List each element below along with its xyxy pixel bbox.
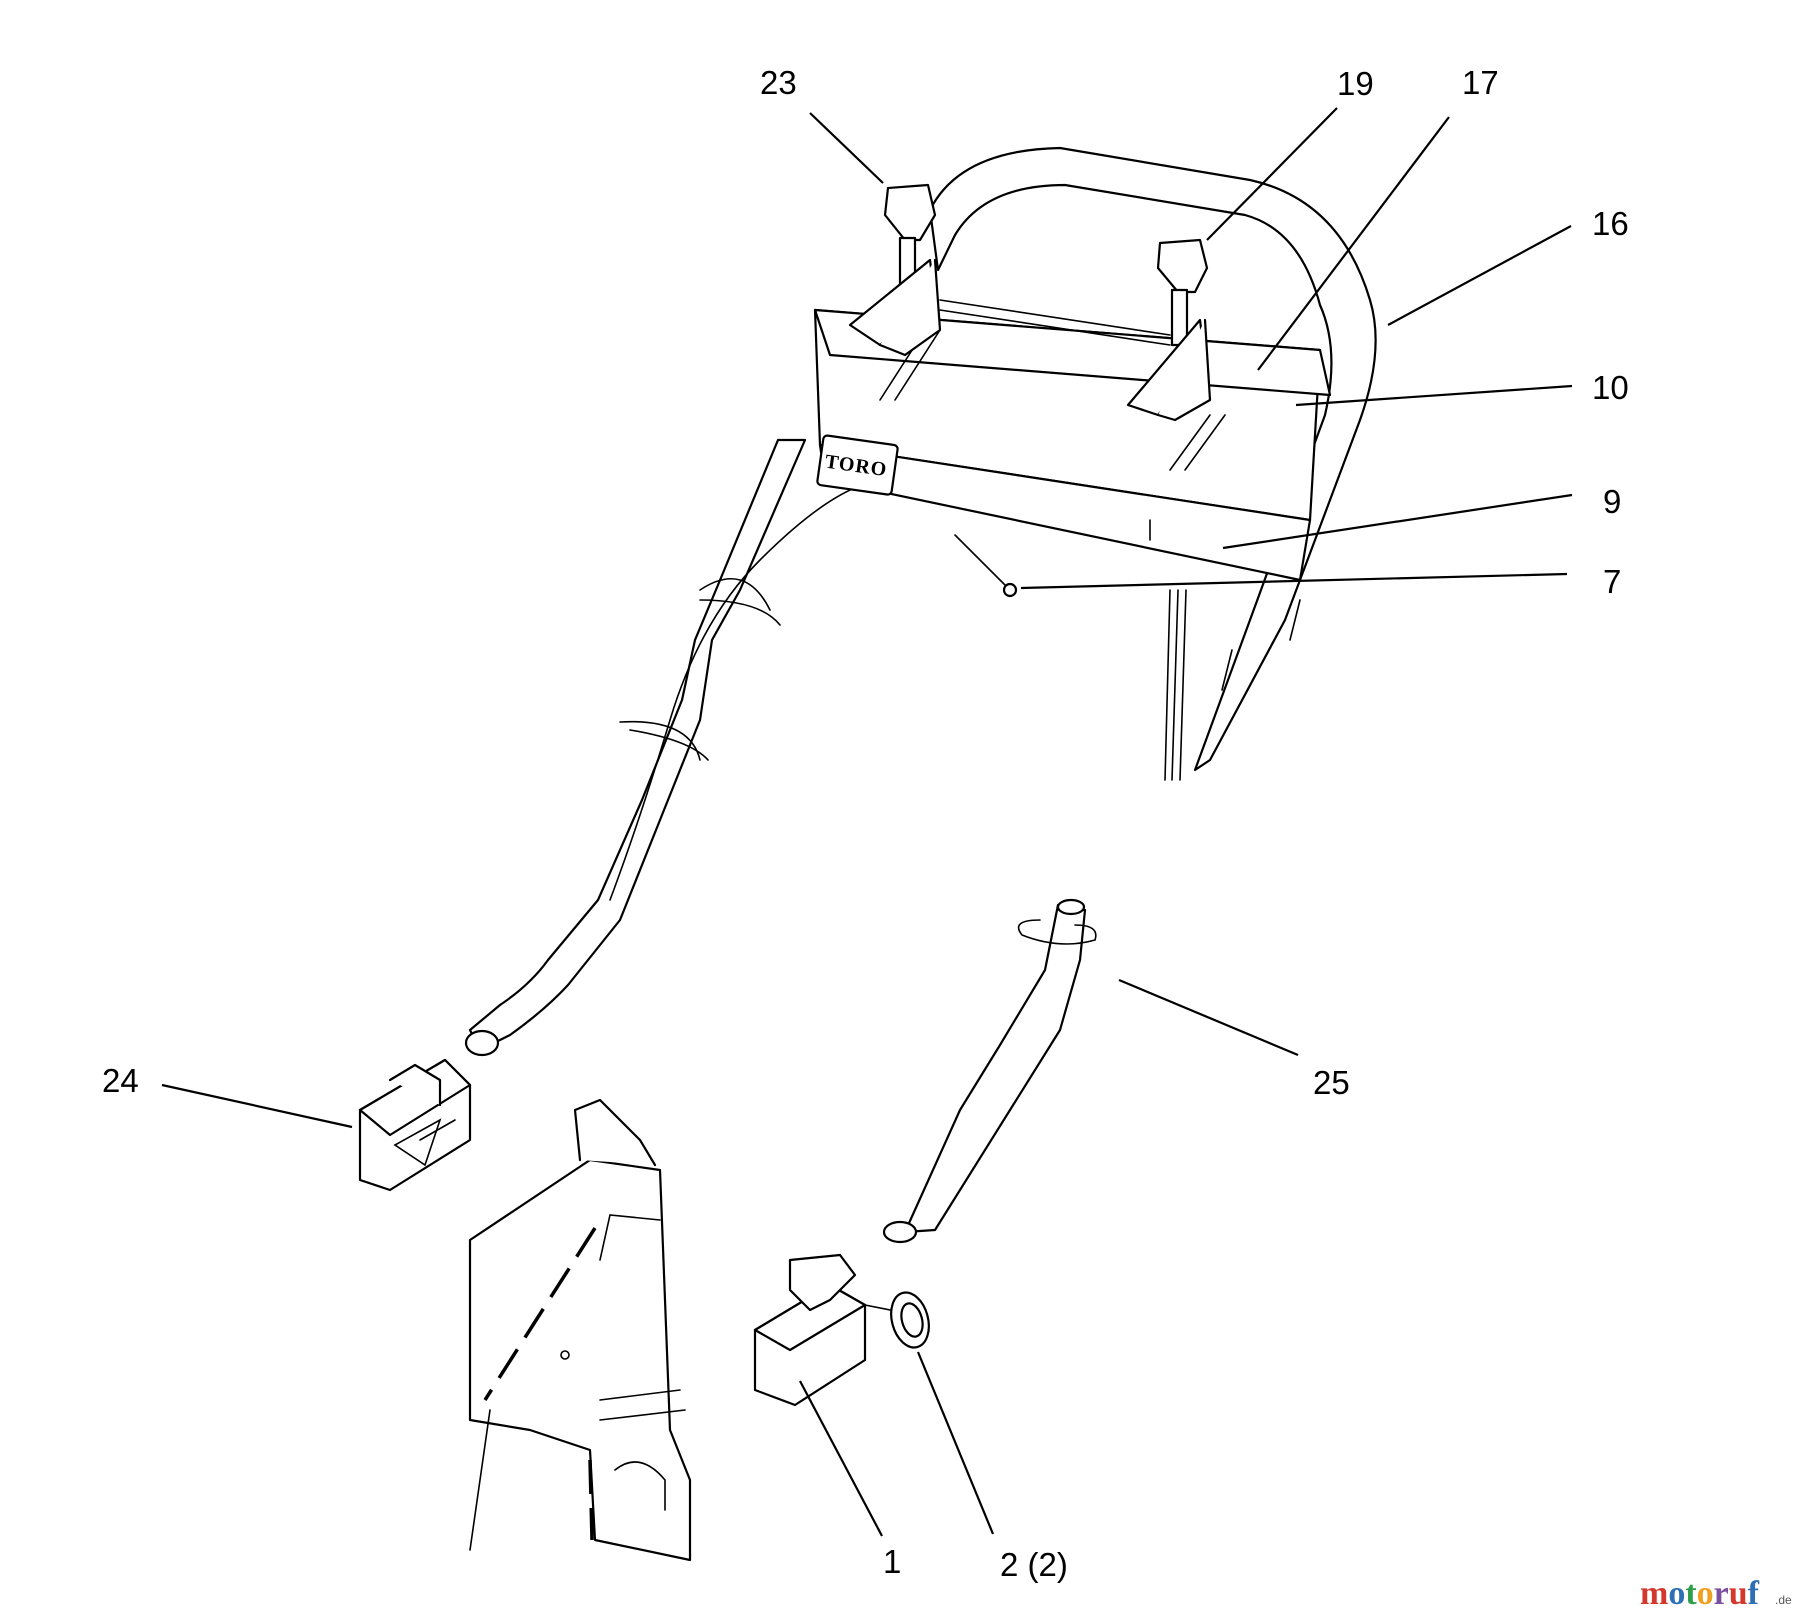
callout-2: 2 (2) (1000, 1546, 1068, 1583)
watermark-letter: o (1668, 1575, 1685, 1612)
callout-10: 10 (1592, 369, 1629, 406)
right-handle-bracket (753, 1253, 867, 1407)
leader-17 (1257, 116, 1450, 371)
watermark-suffix: .de (1775, 1593, 1792, 1607)
watermark-letter: t (1685, 1575, 1697, 1612)
left-handle-bracket (358, 1058, 472, 1192)
control-console: TORO (813, 299, 1332, 781)
right-control-lever (1126, 238, 1212, 422)
mower-deck-housing (468, 1098, 692, 1562)
left-control-lever (848, 183, 942, 357)
callout-24: 24 (102, 1062, 139, 1099)
callout-19: 19 (1337, 65, 1374, 102)
callout-23: 23 (760, 64, 797, 101)
watermark-letter: u (1729, 1575, 1748, 1612)
leader-2 (916, 1351, 995, 1535)
watermark-letter: f (1748, 1575, 1760, 1612)
leader-23 (809, 112, 884, 184)
callout-7: 7 (1603, 563, 1621, 600)
adjustment-knob (864, 1291, 930, 1349)
leader-10 (1295, 384, 1573, 407)
callout-9: 9 (1603, 483, 1621, 520)
callout-25: 25 (1313, 1064, 1350, 1101)
watermark-letter: r (1714, 1575, 1729, 1612)
bolt (954, 534, 1018, 598)
callout-17: 17 (1462, 64, 1499, 101)
leader-1 (799, 1380, 883, 1537)
callout-16: 16 (1592, 205, 1629, 242)
leader-lines (161, 107, 1573, 1537)
upper-handle (928, 146, 1377, 772)
leader-16 (1387, 225, 1572, 326)
leader-19 (1206, 107, 1338, 241)
callout-labels: 23 19 17 16 10 9 7 24 25 1 2 (2) (102, 64, 1629, 1583)
watermark-letter: m (1640, 1575, 1668, 1612)
right-handle-tube (882, 898, 1097, 1244)
watermark-letter: o (1697, 1575, 1714, 1612)
leader-24 (161, 1083, 353, 1129)
callout-1: 1 (883, 1543, 901, 1580)
left-handle-tube (464, 438, 863, 1057)
leader-7 (1020, 572, 1568, 590)
leader-9 (1222, 493, 1573, 550)
watermark: motoruf .de (1640, 1575, 1792, 1612)
leader-25 (1118, 978, 1299, 1057)
svg-text:motoruf: motoruf (1640, 1575, 1760, 1612)
